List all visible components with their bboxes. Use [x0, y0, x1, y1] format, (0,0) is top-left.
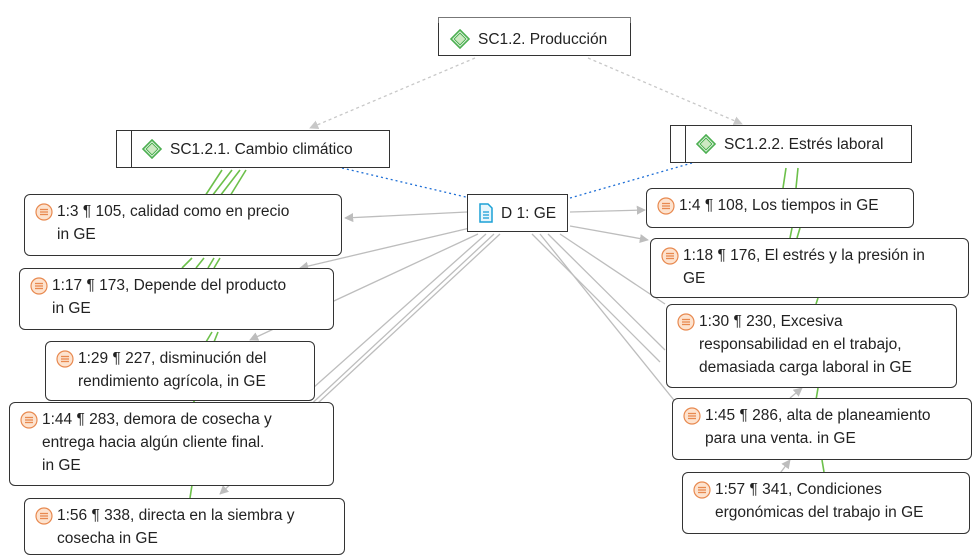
code-diamond-icon — [141, 139, 163, 159]
quotation-node[interactable]: 1:45 ¶ 286, alta de planeamiento para un… — [672, 398, 972, 460]
quotation-text: 1:18 ¶ 176, El estrés y la presión in GE — [683, 247, 925, 287]
quotation-node[interactable]: 1:44 ¶ 283, demora de cosecha y entrega … — [9, 402, 334, 486]
left-code-node[interactable]: SC1.2.1. Cambio climático — [116, 130, 390, 168]
green-links-right — [782, 167, 825, 473]
link-left-code-to-doc — [341, 167, 471, 199]
document-node[interactable]: D 1: GE — [467, 194, 568, 232]
left-code-label: SC1.2.1. Cambio climático — [170, 140, 353, 158]
quotation-icon — [35, 203, 53, 221]
code-diamond-icon — [695, 134, 717, 154]
right-code-node[interactable]: SC1.2.2. Estrés laboral — [670, 125, 912, 163]
quotation-text: 1:30 ¶ 230, Excesiva responsabilidad en … — [699, 313, 912, 376]
quotation-icon — [56, 350, 74, 368]
quotation-text: 1:45 ¶ 286, alta de planeamiento para un… — [705, 407, 931, 447]
quotation-node[interactable]: 1:30 ¶ 230, Excesiva responsabilidad en … — [666, 304, 957, 388]
quotation-text: 1:57 ¶ 341, Condiciones ergonómicas del … — [715, 481, 924, 521]
quotation-node[interactable]: 1:17 ¶ 173, Depende del producto in GE — [19, 268, 334, 330]
quotation-icon — [661, 247, 679, 265]
quotation-text: 1:17 ¶ 173, Depende del producto in GE — [52, 277, 287, 317]
node-left-bar — [671, 126, 686, 162]
quotation-node[interactable]: 1:3 ¶ 105, calidad como en precio in GE — [24, 194, 342, 256]
quotation-text: 1:29 ¶ 227, disminución del rendimiento … — [78, 350, 267, 390]
quotation-node[interactable]: 1:29 ¶ 227, disminución del rendimiento … — [45, 341, 315, 401]
document-icon — [478, 203, 494, 223]
quotation-text: 1:44 ¶ 283, demora de cosecha y entrega … — [42, 411, 272, 474]
node-top-bar — [438, 17, 631, 23]
quotation-text: 1:3 ¶ 105, calidad como en precio in GE — [57, 203, 290, 243]
right-code-label: SC1.2.2. Estrés laboral — [724, 135, 884, 153]
link-root-to-right-code — [587, 57, 743, 125]
quotation-icon — [657, 197, 675, 215]
link-root-to-left-code — [309, 57, 476, 129]
link-doc-to-right-code — [569, 162, 693, 199]
quotation-node[interactable]: 1:18 ¶ 176, El estrés y la presión in GE — [650, 238, 969, 298]
quotation-icon — [20, 411, 38, 429]
quotation-icon — [683, 407, 701, 425]
code-diamond-icon — [449, 29, 471, 49]
root-code-label: SC1.2. Producción — [478, 30, 608, 48]
quotation-text: 1:56 ¶ 338, directa en la siembra y cose… — [57, 507, 295, 547]
quotation-node[interactable]: 1:4 ¶ 108, Los tiempos in GE — [646, 188, 914, 228]
quotation-icon — [35, 507, 53, 525]
quotation-icon — [677, 313, 695, 331]
root-code-node[interactable]: SC1.2. Producción — [438, 17, 631, 56]
quotation-icon — [30, 277, 48, 295]
document-label: D 1: GE — [501, 204, 557, 222]
quotation-icon — [693, 481, 711, 499]
quotation-node[interactable]: 1:57 ¶ 341, Condiciones ergonómicas del … — [682, 472, 970, 534]
node-left-bar — [117, 131, 132, 167]
quotation-node[interactable]: 1:56 ¶ 338, directa en la siembra y cose… — [24, 498, 345, 555]
quotation-text: 1:4 ¶ 108, Los tiempos in GE — [679, 197, 879, 214]
